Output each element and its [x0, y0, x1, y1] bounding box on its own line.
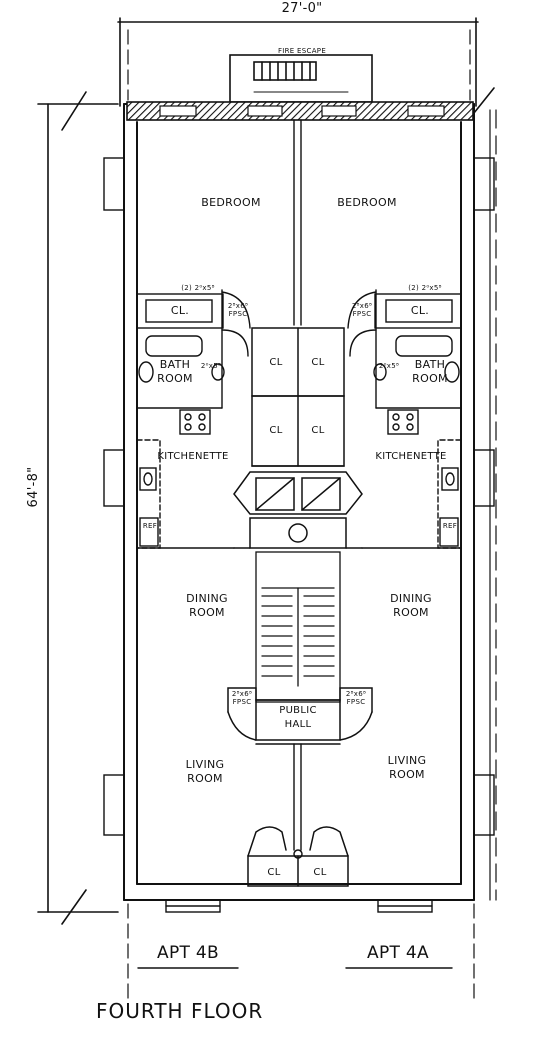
front-windows	[165, 899, 433, 913]
stair	[255, 551, 341, 703]
width-dimension-line	[117, 17, 479, 107]
bedroom-right-label: BEDROOM	[337, 196, 397, 209]
public-hall-label: PUBLIC HALL	[279, 705, 317, 730]
bedroom-left-label: BEDROOM	[201, 196, 261, 209]
bath-window-note-right: 2⁰x5⁸	[378, 362, 400, 370]
public-hall	[227, 687, 373, 745]
ref-right-label: REF	[442, 522, 458, 530]
hall-door-note-right: 2⁸x6⁸ FPSC	[345, 690, 367, 706]
fire-escape-label: FIRE ESCAPE	[277, 47, 327, 55]
closet-center-1: CL	[269, 357, 283, 368]
door-note-right: 2⁸x6⁸ FPSC	[351, 302, 373, 318]
hall-door-note-left: 2⁸x6⁸ FPSC	[231, 690, 253, 706]
right-service-core	[347, 289, 462, 549]
dining-room-left-label: DINING ROOM	[186, 592, 228, 619]
length-dimension-line	[37, 87, 495, 925]
party-wall	[293, 119, 302, 851]
kitchenette-right-label: KITCHENETTE	[375, 451, 447, 462]
closet-front-left: CL	[267, 867, 281, 878]
bath-window-note-left: 2⁰x5⁸	[200, 362, 222, 370]
window-note-right: (2) 2⁰x5⁸	[408, 284, 442, 292]
bath-room-left-label: BATH ROOM	[157, 358, 193, 385]
living-room-right-label: LIVING ROOM	[387, 754, 427, 781]
ref-left-label: REF	[142, 522, 158, 530]
bath-room-right-label: BATH ROOM	[412, 358, 448, 385]
closet-front-right: CL	[313, 867, 327, 878]
rear-wall-hatched	[126, 101, 474, 121]
closet-right-label: CL.	[410, 304, 430, 317]
length-dimension-label: 64'-8"	[26, 466, 41, 508]
living-room-left-label: LIVING ROOM	[185, 758, 225, 785]
width-dimension-label: 27'-0"	[281, 1, 323, 16]
dining-room-right-label: DINING ROOM	[390, 592, 432, 619]
door-note-left: 2⁸x6⁸ FPSC	[227, 302, 249, 318]
adjacent-building-lines	[127, 29, 497, 1001]
window-note-left: (2) 2⁰x5⁸	[181, 284, 215, 292]
floor-title: FOURTH FLOOR	[96, 999, 264, 1023]
closet-left-label: CL.	[170, 304, 190, 317]
central-closets	[251, 327, 345, 467]
wall-pilasters	[103, 157, 495, 836]
fire-escape	[229, 54, 373, 103]
apartment-4a-label: APT 4A	[367, 943, 429, 963]
closet-center-3: CL	[269, 425, 283, 436]
shaft-block	[233, 471, 363, 549]
left-service-core	[136, 289, 251, 549]
apartment-4b-label: APT 4B	[157, 943, 219, 963]
closet-center-2: CL	[311, 357, 325, 368]
kitchenette-left-label: KITCHENETTE	[157, 451, 229, 462]
front-closets	[247, 826, 349, 887]
closet-center-4: CL	[311, 425, 325, 436]
